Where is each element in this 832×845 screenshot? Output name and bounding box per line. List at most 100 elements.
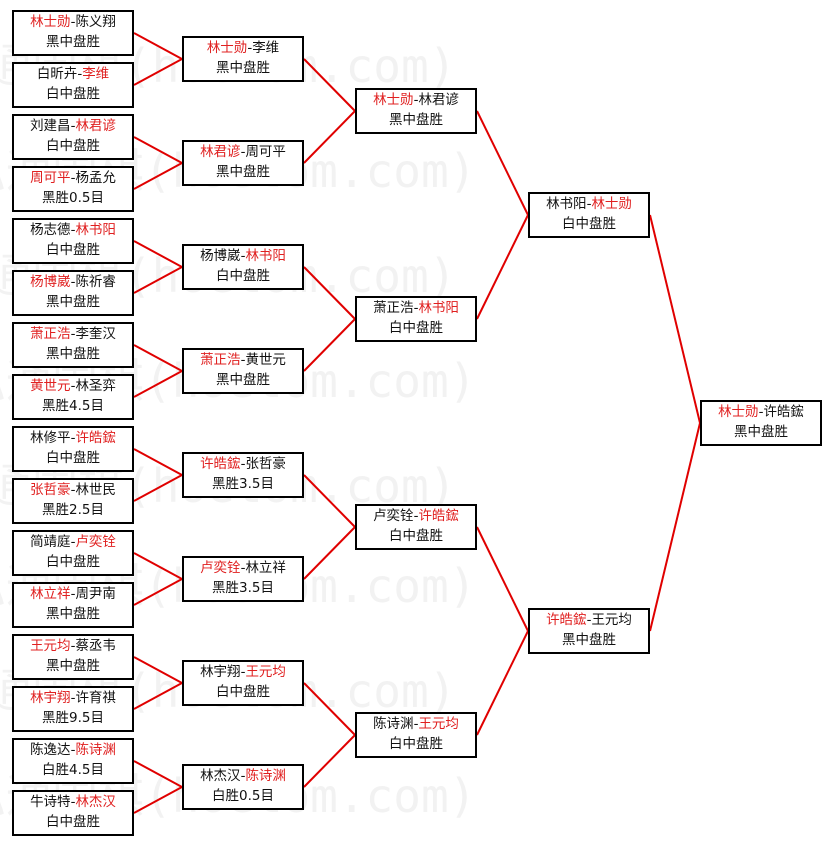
winner-name: 王元均: [418, 716, 459, 732]
match-result: 白中盘胜: [46, 554, 100, 570]
match-result: 白中盘胜: [46, 138, 100, 154]
winner-name: 王元均: [30, 638, 71, 654]
winner-name: 林书阳: [75, 222, 116, 238]
separator: -: [70, 378, 76, 394]
match-box: 林士勋-陈义翔黑中盘胜: [12, 10, 134, 56]
separator: -: [240, 456, 246, 472]
loser-name: 周尹南: [75, 586, 116, 602]
match-box: 王元均-蔡丞韦黑中盘胜: [12, 634, 134, 680]
match-result: 黑胜0.5目: [42, 190, 104, 206]
match-box: 卢奕铨-林立祥黑胜3.5目: [182, 556, 304, 602]
separator: -: [413, 716, 419, 732]
match-players: 林宇翔-许育祺: [14, 688, 132, 708]
connector-line: [649, 422, 701, 632]
match-box: 林士勋-李维黑中盘胜: [182, 36, 304, 82]
match-players: 简靖庭-卢奕铨: [14, 532, 132, 552]
separator: -: [70, 170, 76, 186]
loser-name: 李维: [252, 40, 280, 56]
connector-line: [303, 734, 356, 788]
match-result: 白中盘胜: [46, 242, 100, 258]
separator: -: [70, 14, 76, 30]
winner-name: 许皓鋐: [200, 456, 241, 472]
winner-name: 卢奕铨: [200, 560, 241, 576]
match-players: 刘建昌-林君谚: [14, 116, 132, 136]
loser-name: 王元均: [591, 612, 632, 628]
connector-line: [133, 552, 183, 580]
match-players: 萧正浩-林书阳: [357, 298, 475, 318]
match-players: 林君谚-周可平: [184, 142, 302, 162]
loser-name: 牛诗特: [30, 794, 71, 810]
separator: -: [247, 40, 253, 56]
loser-name: 卢奕铨: [373, 508, 414, 524]
loser-name: 林书阳: [546, 196, 587, 212]
connector-line: [303, 110, 356, 164]
connector-line: [476, 630, 529, 736]
match-players: 杨博崴-林书阳: [184, 246, 302, 266]
final-match-box: 林士勋-许皓鋐黑中盘胜: [700, 400, 822, 446]
match-players: 杨博崴-陈祈睿: [14, 272, 132, 292]
separator: -: [240, 144, 246, 160]
match-players: 黄世元-林圣弈: [14, 376, 132, 396]
loser-name: 蔡丞韦: [75, 638, 116, 654]
connector-line: [133, 760, 183, 788]
match-box: 陈逸达-陈诗渊白胜4.5目: [12, 738, 134, 784]
connector-line: [133, 32, 183, 60]
match-players: 林宇翔-王元均: [184, 662, 302, 682]
winner-name: 陈诗渊: [75, 742, 116, 758]
winner-name: 林士勋: [373, 92, 414, 108]
match-box: 杨志德-林书阳白中盘胜: [12, 218, 134, 264]
match-box: 陈诗渊-王元均白中盘胜: [355, 712, 477, 758]
match-players: 卢奕铨-许皓鋐: [357, 506, 475, 526]
match-box: 萧正浩-李奎汉黑中盘胜: [12, 322, 134, 368]
loser-name: 陈逸达: [30, 742, 71, 758]
separator: -: [70, 482, 76, 498]
match-result: 黑中盘胜: [46, 346, 100, 362]
match-players: 牛诗特-林杰汉: [14, 792, 132, 812]
loser-name: 许皓鋐: [763, 404, 804, 420]
match-result: 黑中盘胜: [46, 294, 100, 310]
match-result: 白中盘胜: [389, 528, 443, 544]
match-players: 陈逸达-陈诗渊: [14, 740, 132, 760]
match-box: 林宇翔-王元均白中盘胜: [182, 660, 304, 706]
match-players: 萧正浩-李奎汉: [14, 324, 132, 344]
loser-name: 简靖庭: [30, 534, 71, 550]
connector-line: [303, 58, 356, 112]
match-result: 黑中盘胜: [389, 112, 443, 128]
match-players: 许皓鋐-王元均: [530, 610, 648, 630]
match-result: 黑中盘胜: [734, 424, 788, 440]
winner-name: 林书阳: [245, 248, 286, 264]
connector-line: [133, 240, 183, 268]
loser-name: 林修平: [30, 430, 71, 446]
match-result: 白中盘胜: [389, 320, 443, 336]
match-players: 杨志德-林书阳: [14, 220, 132, 240]
winner-name: 卢奕铨: [75, 534, 116, 550]
winner-name: 李维: [82, 66, 110, 82]
match-result: 黑胜4.5目: [42, 398, 104, 414]
match-result: 白中盘胜: [216, 268, 270, 284]
winner-name: 林杰汉: [75, 794, 116, 810]
match-players: 林修平-许皓鋐: [14, 428, 132, 448]
connector-line: [133, 266, 183, 294]
match-result: 黑中盘胜: [46, 34, 100, 50]
match-players: 陈诗渊-王元均: [357, 714, 475, 734]
match-box: 杨博崴-陈祈睿黑中盘胜: [12, 270, 134, 316]
match-result: 黑胜2.5目: [42, 502, 104, 518]
match-result: 黑胜3.5目: [212, 580, 274, 596]
separator: -: [70, 794, 76, 810]
winner-name: 许皓鋐: [546, 612, 587, 628]
connector-line: [133, 786, 183, 814]
loser-name: 杨志德: [30, 222, 71, 238]
separator: -: [70, 118, 76, 134]
connector-line: [649, 214, 701, 424]
connector-line: [303, 318, 356, 372]
loser-name: 许育祺: [75, 690, 116, 706]
loser-name: 陈诗渊: [373, 716, 414, 732]
match-result: 黑中盘胜: [216, 60, 270, 76]
loser-name: 周可平: [245, 144, 286, 160]
loser-name: 萧正浩: [373, 300, 414, 316]
match-players: 王元均-蔡丞韦: [14, 636, 132, 656]
match-box: 林杰汉-陈诗渊白胜0.5目: [182, 764, 304, 810]
match-players: 林士勋-林君谚: [357, 90, 475, 110]
match-players: 林书阳-林士勋: [530, 194, 648, 214]
